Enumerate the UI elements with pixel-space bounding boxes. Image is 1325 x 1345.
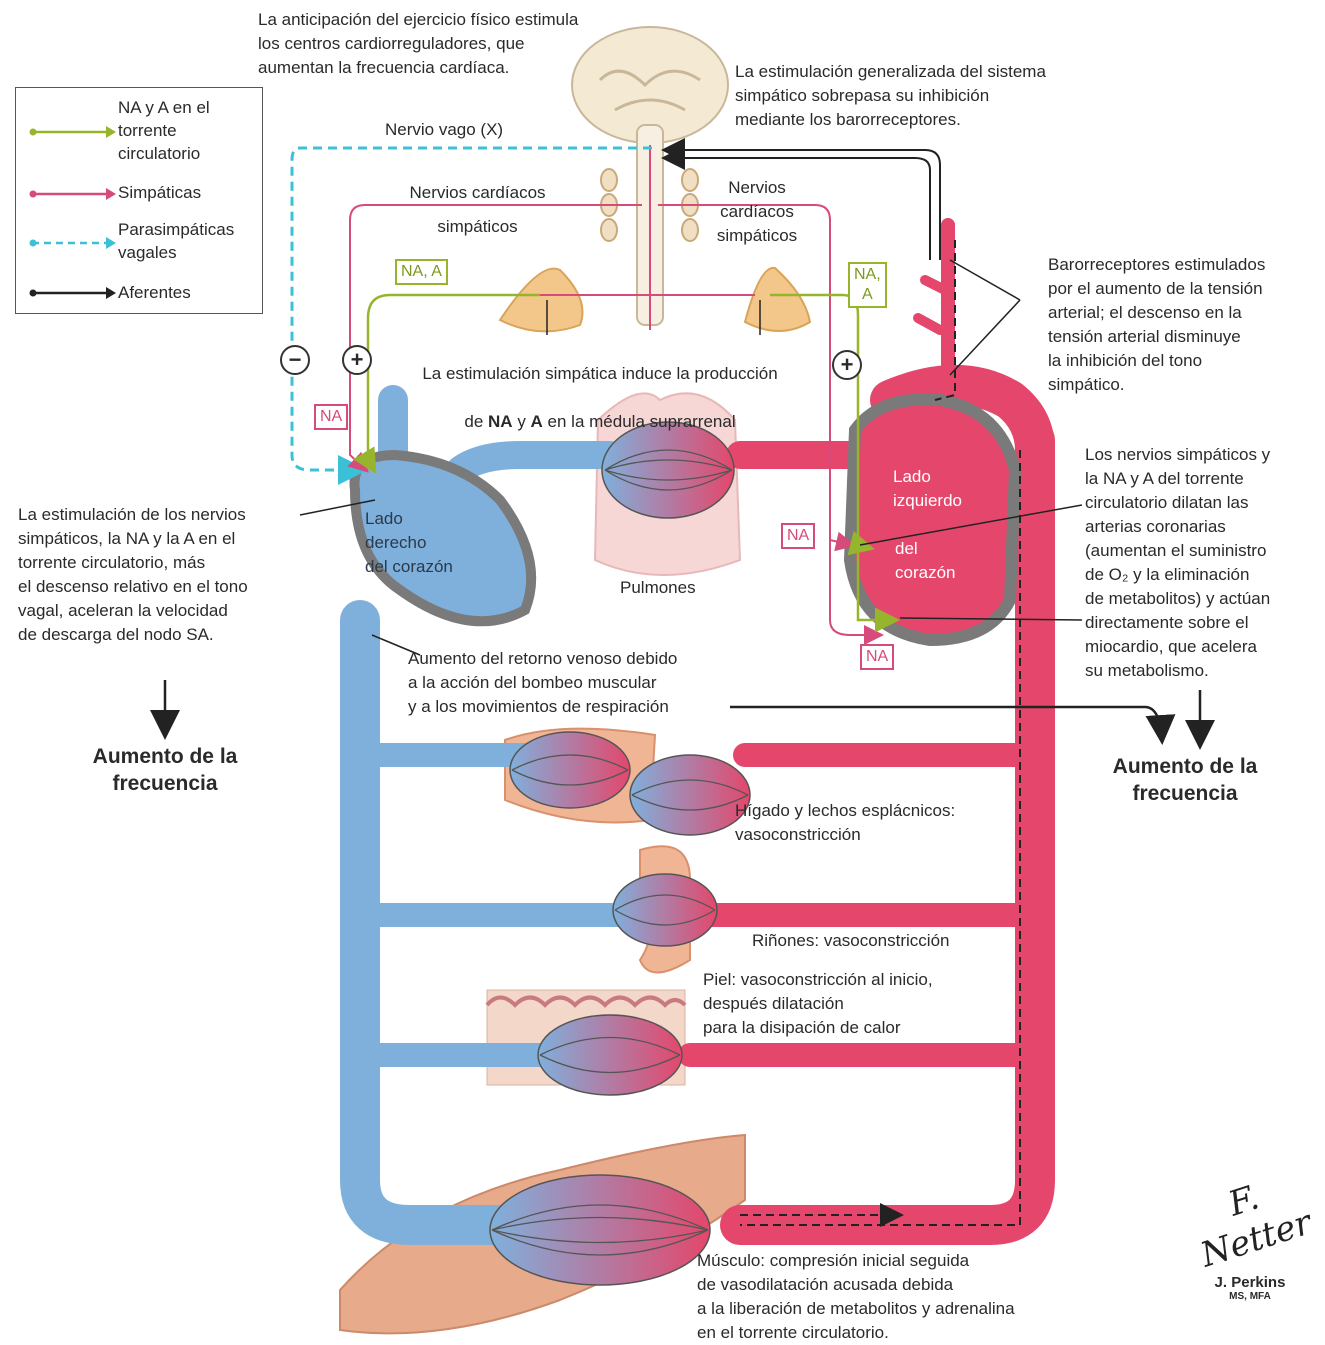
artist-name: J. Perkins <box>1190 1274 1310 1291</box>
label-adrenal-y: y <box>513 412 531 431</box>
legend-label-afferent: Aferentes <box>118 281 191 304</box>
legend: NA y A en el torrente circulatorio Simpá… <box>15 87 263 314</box>
label-venous-return: Aumento del retorno venoso debido a la a… <box>408 647 677 719</box>
legend-label-circulating: NA y A en el torrente circulatorio <box>118 96 210 165</box>
tag-na-coronary: NA <box>781 523 815 549</box>
label-generalized: La estimulación generalizada del sistema… <box>735 60 1046 132</box>
label-adrenal: La estimulación simpática induce la prod… <box>380 338 820 434</box>
label-right-heart: Lado derecho del corazón <box>365 507 453 579</box>
label-adrenal-line1: La estimulación simpática induce la prod… <box>422 364 777 383</box>
label-adrenal-na: NA <box>488 412 513 431</box>
label-rate-right: Aumento de la frecuencia <box>1080 753 1290 807</box>
tag-na-vagal: NA <box>314 404 348 430</box>
label-adrenal-a: A <box>531 412 543 431</box>
legend-label-sympathetic: Simpáticas <box>118 181 201 204</box>
label-cardiac-right: Nervios cardíacos simpáticos <box>702 176 812 248</box>
label-rate-left: Aumento de la frecuencia <box>60 743 270 797</box>
tag-na-a-right: NA, A <box>848 262 887 308</box>
label-coronary: Los nervios simpáticos y la NA y A del t… <box>1085 443 1270 683</box>
label-liver: Hígado y lechos esplácnicos: vasoconstri… <box>735 799 955 847</box>
cyan-dashed-arrow-icon <box>28 233 118 253</box>
left-heart <box>850 399 1015 640</box>
label-vagus: Nervio vago (X) <box>385 118 503 142</box>
label-left-heart-2: del corazón <box>895 537 955 585</box>
label-sa-node: La estimulación de los nervios simpático… <box>18 503 248 647</box>
label-baroreceptors: Barorreceptores estimulados por el aumen… <box>1048 253 1265 397</box>
legend-label-parasympathetic: Parasimpáticas vagales <box>118 218 234 264</box>
tag-na-a-left: NA, A <box>395 259 448 285</box>
plus-icon-left: + <box>342 345 372 375</box>
green-arrow-icon <box>28 122 118 142</box>
plus-icon-right: + <box>832 350 862 380</box>
label-anticipation: La anticipación del ejercicio físico est… <box>258 8 578 80</box>
netter-signature: F. Netter <box>1181 1163 1320 1276</box>
label-skin: Piel: vasoconstricción al inicio, despué… <box>703 968 933 1040</box>
minus-icon: − <box>280 345 310 375</box>
label-muscle: Músculo: compresión inicial seguida de v… <box>697 1249 1015 1345</box>
tag-na-myocardium: NA <box>860 644 894 670</box>
artist-credentials: MS, MFA <box>1190 1291 1310 1302</box>
artist-signature: F. Netter J. Perkins MS, MFA <box>1190 1180 1310 1302</box>
label-kidneys: Riñones: vasoconstricción <box>752 929 949 953</box>
label-cardiac-left: Nervios cardíacos simpáticos <box>390 176 565 244</box>
pink-arrow-icon <box>28 184 118 204</box>
label-lungs: Pulmones <box>620 576 696 600</box>
label-left-heart-1: Lado izquierdo <box>893 465 962 513</box>
label-adrenal-rest: en la médula suprarrenal <box>543 412 736 431</box>
label-adrenal-de: de <box>464 412 488 431</box>
black-arrow-icon <box>28 283 118 303</box>
